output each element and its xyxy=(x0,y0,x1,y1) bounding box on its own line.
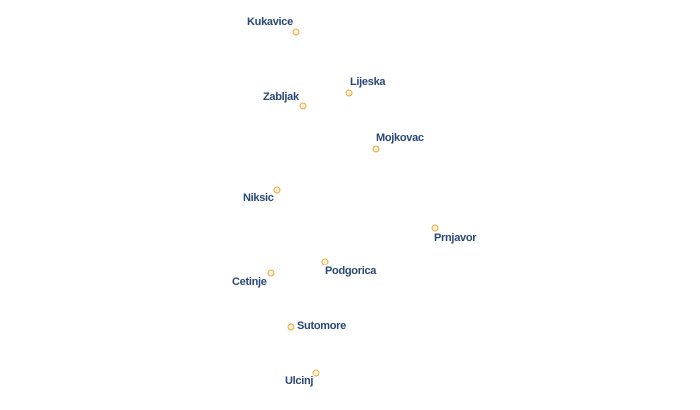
place-marker-icon[interactable] xyxy=(292,28,300,36)
place-label: Prnjavor xyxy=(434,232,477,244)
place-label: Podgorica xyxy=(325,265,377,277)
place-marker-icon[interactable] xyxy=(431,224,439,232)
place-marker-icon[interactable] xyxy=(321,258,329,266)
place-marker-icon[interactable] xyxy=(273,186,281,194)
place-marker-icon[interactable] xyxy=(372,145,380,153)
place-label: Sutomore xyxy=(297,320,346,332)
place-marker-icon[interactable] xyxy=(287,323,295,331)
place-label: Kukavice xyxy=(247,16,293,28)
place-label: Zabljak xyxy=(263,91,299,103)
place-label: Niksic xyxy=(243,192,274,204)
place-marker-icon[interactable] xyxy=(299,102,307,110)
place-marker-icon[interactable] xyxy=(345,89,353,97)
place-label: Cetinje xyxy=(232,276,267,288)
place-label: Ulcinj xyxy=(285,375,314,387)
place-label: Lijeska xyxy=(350,76,386,88)
place-marker-icon[interactable] xyxy=(312,369,320,377)
place-label: Mojkovac xyxy=(376,132,424,144)
place-marker-icon[interactable] xyxy=(267,269,275,277)
